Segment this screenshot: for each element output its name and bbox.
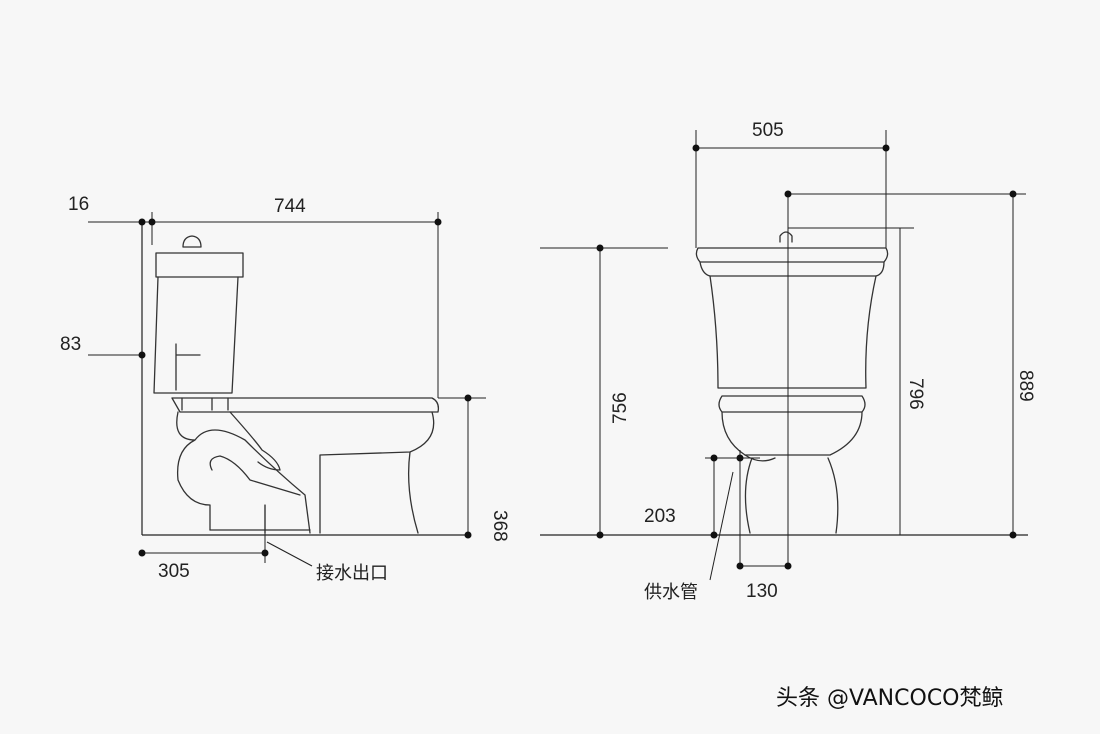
dot <box>736 454 744 462</box>
dot <box>710 454 718 462</box>
front-tank-lid <box>695 247 889 263</box>
tank-knob <box>182 235 202 248</box>
front-bowl <box>721 411 863 456</box>
dot <box>464 394 472 402</box>
dot <box>736 562 744 570</box>
tank-body <box>153 276 239 394</box>
dot <box>710 531 718 539</box>
inner-siphon <box>229 411 281 471</box>
supply-leader <box>709 471 734 581</box>
side-view: 16 744 83 305 接水出口 368 <box>60 194 510 584</box>
dim-505-label: 505 <box>752 120 784 141</box>
dim-16-label: 16 <box>68 194 89 215</box>
dot <box>138 351 146 359</box>
drain-leader <box>266 541 313 567</box>
dot <box>261 549 269 557</box>
dim-796-label: 796 <box>905 378 926 410</box>
front-pedestal <box>744 457 839 534</box>
bowl-outer <box>319 411 435 534</box>
dot <box>784 562 792 570</box>
dim-889-label: 889 <box>1015 370 1036 402</box>
front-view: 756 505 796 889 <box>540 120 1036 603</box>
dim-744-label: 744 <box>274 196 306 217</box>
water-supply-label: 供水管 <box>644 582 698 603</box>
dot <box>434 218 442 226</box>
watermark: 头条 @VANCOCO梵鲸 <box>776 686 1004 711</box>
front-valve <box>744 454 776 462</box>
dim-305-label: 305 <box>158 561 190 582</box>
dot <box>596 531 604 539</box>
front-knob <box>779 231 793 243</box>
seat-rim <box>171 397 440 413</box>
flush-lever <box>175 343 201 391</box>
dim-130-label: 130 <box>746 581 778 602</box>
dot <box>1009 190 1017 198</box>
dot <box>1009 531 1017 539</box>
dot <box>596 244 604 252</box>
trapway <box>176 411 311 534</box>
tank-lid <box>155 252 244 278</box>
dot <box>784 190 792 198</box>
drain-outlet-label: 接水出口 <box>316 563 388 584</box>
dot <box>138 218 146 226</box>
front-pedestal <box>407 451 419 534</box>
front-tank-body <box>709 275 877 389</box>
dot <box>882 144 890 152</box>
dot <box>692 144 700 152</box>
dot <box>148 218 156 226</box>
front-lid-lower <box>699 261 885 277</box>
drain-outlet <box>209 504 311 534</box>
front-seat <box>718 395 866 413</box>
dot <box>464 531 472 539</box>
tank-bolts <box>181 397 229 411</box>
dim-203-label: 203 <box>644 506 676 527</box>
dim-756-label: 756 <box>610 392 631 424</box>
dim-83-label: 83 <box>60 334 81 355</box>
dot <box>138 549 146 557</box>
dim-368-label: 368 <box>489 510 510 542</box>
